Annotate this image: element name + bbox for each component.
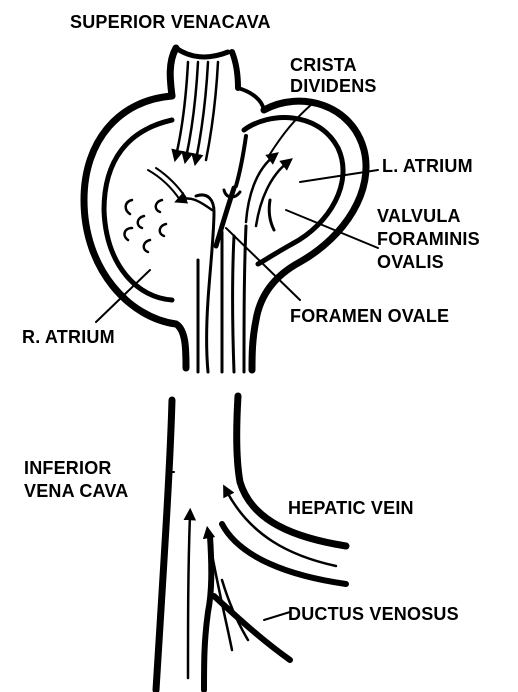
label-valvula-foraminis-ovalis: VALVULA FORAMINIS OVALIS (377, 205, 480, 274)
label-inferior-vena-cava: INFERIOR VENA CAVA (24, 457, 128, 503)
label-hepatic-vein: HEPATIC VEIN (288, 497, 414, 519)
foramen-flow-arrows (148, 156, 288, 226)
right-atrium-swirl (125, 200, 166, 252)
label-foramen-ovale: FORAMEN OVALE (290, 305, 449, 327)
superior-vena-cava-vessel (170, 48, 238, 96)
svc-flow-arrows (176, 62, 218, 160)
crista-dividens-structure (196, 188, 274, 372)
inferior-vena-cava-vessel (156, 396, 346, 690)
label-ductus-venosus: DUCTUS VENOSUS (288, 603, 459, 625)
label-r-atrium: R. ATRIUM (22, 326, 115, 348)
label-superior-vena-cava: SUPERIOR VENACAVA (70, 11, 271, 33)
label-crista-dividens: CRISTA DIVIDENS (290, 55, 377, 97)
label-l-atrium: L. ATRIUM (382, 155, 473, 177)
